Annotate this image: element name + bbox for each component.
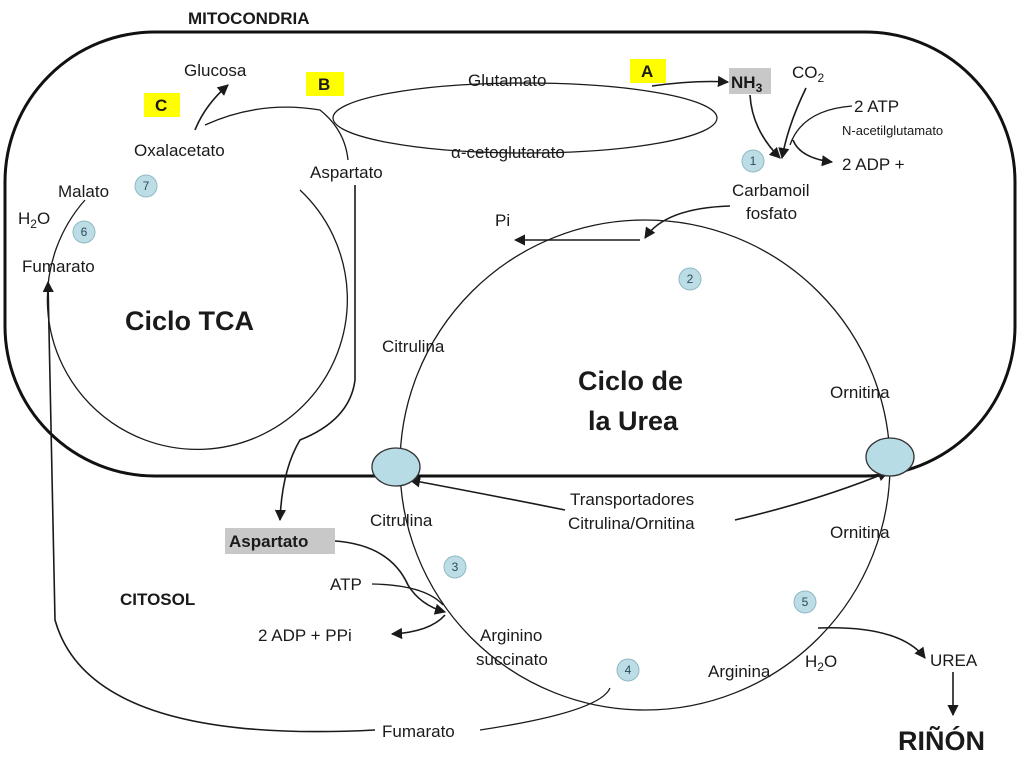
urea-cycle-path	[399, 219, 891, 711]
step-3: 3	[443, 555, 467, 579]
glutamate-label: Glutamato	[468, 71, 546, 90]
svg-text:2: 2	[687, 272, 694, 286]
tag-b-box	[306, 72, 344, 96]
co2-to-carbamoyl-arrow	[778, 87, 807, 160]
pi-label: Pi	[495, 211, 510, 230]
atp2-label: 2 ATP	[854, 97, 899, 116]
tag-a: A	[641, 62, 653, 81]
water-mito-label: H2O	[18, 209, 50, 231]
fumarate-return-arrow	[42, 280, 376, 733]
svg-text:7: 7	[143, 179, 150, 193]
svg-text:4: 4	[625, 663, 632, 677]
kidney-label: RIÑÓN	[898, 725, 985, 756]
aspartate-export-arrow	[274, 185, 356, 522]
atp-input-path	[789, 105, 853, 146]
nh3-to-carbamoyl-arrow	[749, 94, 781, 159]
carbamoyl-label-2: fosfato	[746, 204, 797, 223]
transport-to-ornithine-arrow	[734, 470, 890, 521]
step-1: 1	[741, 149, 765, 173]
citrulline-cyto-label: Citrulina	[370, 511, 433, 530]
glutamate-shuttle-loop	[332, 82, 718, 154]
adp2-label: 2 ADP +	[842, 155, 905, 174]
co2-label: CO2	[792, 63, 825, 85]
adp-ppi-output-arrow	[390, 614, 446, 640]
tca-cycle-path	[46, 189, 349, 451]
urea-cycle-title-2: la Urea	[588, 406, 679, 436]
fumarate-cyto-label: Fumarato	[382, 722, 455, 741]
atp-label: ATP	[330, 575, 362, 594]
water-cyto-label: H2O	[805, 652, 837, 674]
nh3-highlight	[729, 68, 771, 94]
glucose-label: Glucosa	[184, 61, 247, 80]
transport-to-citrulline-arrow	[408, 476, 566, 511]
step-4: 4	[616, 658, 640, 682]
adp-output-arrow	[792, 139, 834, 167]
transporters-label-2: Citrulina/Ornitina	[568, 514, 695, 533]
urea-cycle-title-1: Ciclo de	[578, 366, 683, 396]
urea-label: UREA	[930, 651, 978, 670]
step-7: 7	[134, 174, 158, 198]
arginine-label: Arginina	[708, 662, 771, 681]
step-5: 5	[793, 590, 817, 614]
step-2: 2	[678, 267, 702, 291]
oxaloacetate-to-glucose-arrow	[194, 84, 229, 131]
tag-a-box	[630, 59, 666, 83]
argininosuccinate-to-fumarate-path	[479, 687, 611, 731]
atp-input-cyto-path	[371, 583, 444, 606]
ornithine-transporter	[865, 437, 915, 477]
aspartato-cyto-highlight	[225, 528, 335, 554]
alpha-ketoglutarate-label: α-cetoglutarato	[451, 143, 565, 162]
svg-text:1: 1	[750, 154, 757, 168]
aspartate-mito-label: Aspartato	[310, 163, 383, 182]
mitochondria-membrane	[3, 30, 1017, 478]
ornithine-cyto-label: Ornitina	[830, 523, 890, 542]
argininosuccinate-label-1: Arginino	[480, 626, 542, 645]
malate-label: Malato	[58, 182, 109, 201]
tag-c-box	[144, 93, 180, 117]
aspartate-cyto-label: Aspartato	[229, 532, 308, 551]
citrulline-mito-label: Citrulina	[382, 337, 445, 356]
tag-c: C	[155, 96, 167, 115]
oxaloacetate-label: Oxalacetato	[134, 141, 225, 160]
adp-ppi-label: 2 ADP + PPi	[258, 626, 352, 645]
tag-b: B	[318, 75, 330, 94]
nh3-label: NH3	[731, 73, 763, 95]
aspartate-to-argininosuccinate-arrow	[334, 540, 447, 615]
tca-cycle-title: Ciclo TCA	[125, 306, 254, 336]
n-acetylglutamate-label: N-acetilglutamato	[842, 123, 943, 138]
arginine-to-urea-arrow	[817, 626, 926, 659]
argininosuccinate-label-2: succinato	[476, 650, 548, 669]
svg-text:6: 6	[81, 225, 88, 239]
svg-text:5: 5	[802, 595, 809, 609]
carbamoyl-to-cycle-arrow	[644, 205, 731, 239]
oxaloacetate-to-aspartate-path	[204, 106, 349, 161]
ornithine-mito-label: Ornitina	[830, 383, 890, 402]
cytosol-label: CITOSOL	[120, 590, 195, 609]
fumarate-mito-label: Fumarato	[22, 257, 95, 276]
glutamate-to-nh3-arrow	[651, 75, 730, 87]
step-6: 6	[72, 220, 96, 244]
transporters-label-1: Transportadores	[570, 490, 694, 509]
carbamoyl-label-1: Carbamoil	[732, 181, 809, 200]
citrulline-transporter	[371, 447, 421, 487]
svg-text:3: 3	[452, 560, 459, 574]
mitochondria-label: MITOCONDRIA	[188, 9, 310, 28]
